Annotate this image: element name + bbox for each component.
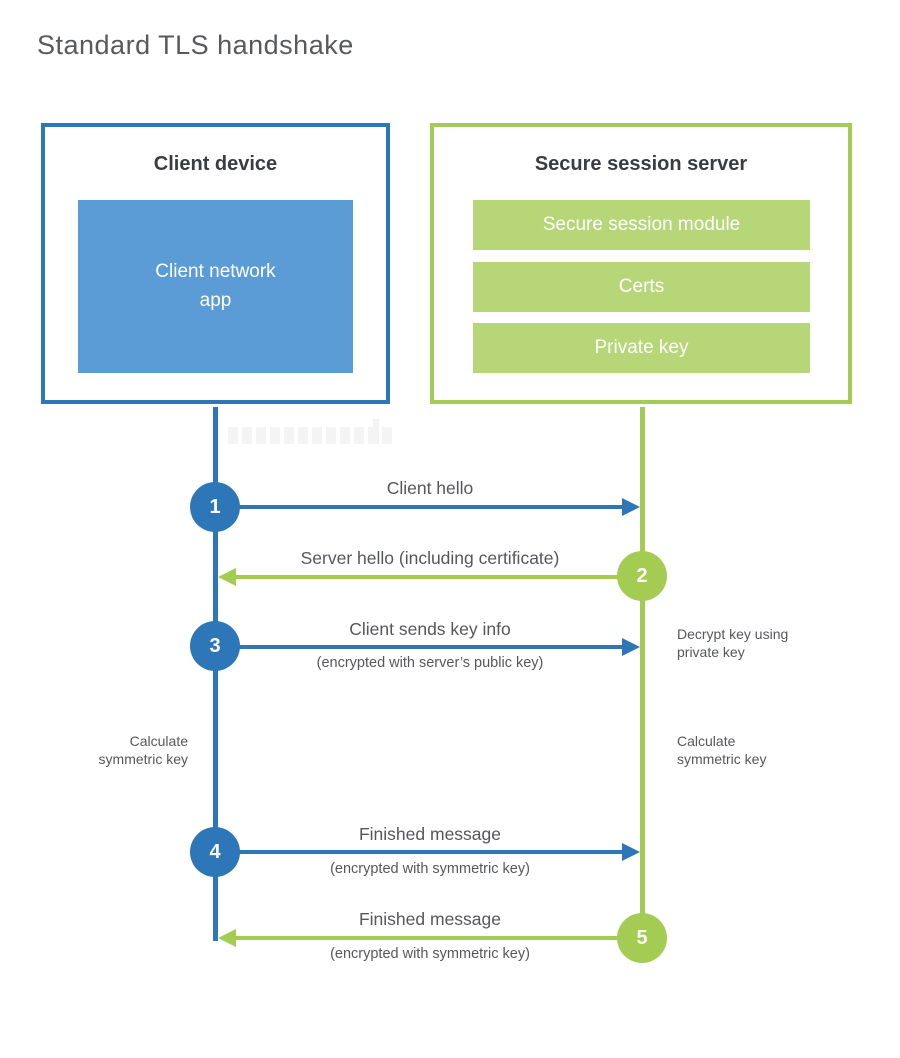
step1-label: Client hello [386, 478, 474, 498]
client-device-title: Client device [153, 153, 278, 175]
step5-sublabel: (encrypted with symmetric key) [330, 946, 530, 962]
note-calculate-symmetric-key-server: Calculate symmetric key [677, 733, 767, 767]
client-device-box: Client device Client network app [41, 123, 390, 404]
step1-arrow-line [218, 505, 622, 509]
step4-arrow-line [218, 850, 622, 854]
step4-circle: 4 [190, 827, 240, 877]
step2-circle: 2 [617, 551, 667, 601]
step3-circle: 3 [190, 621, 240, 671]
server-title: Secure session server [534, 153, 748, 175]
step4-label: Finished message [358, 824, 502, 844]
step5-circle: 5 [617, 913, 667, 963]
note-calculate-symmetric-key-client: Calculate symmetric key [98, 733, 188, 767]
step3-arrow-line [218, 645, 622, 649]
note-decrypt-key: Decrypt key using private key [677, 626, 789, 660]
server-module-certs: Certs [473, 262, 810, 312]
step1-arrowhead-right-icon [622, 498, 640, 516]
step3-label: Client sends key info [349, 619, 511, 639]
step2-label: Server hello (including certificate) [300, 548, 560, 568]
step4-sublabel: (encrypted with symmetric key) [330, 861, 530, 877]
step2-arrowhead-left-icon [218, 568, 236, 586]
step5-arrowhead-left-icon [218, 929, 236, 947]
step3-arrowhead-right-icon [622, 638, 640, 656]
client-network-app-box: Client network app [78, 200, 353, 373]
faint-artifact [228, 427, 392, 444]
page-title: Standard TLS handshake [37, 30, 354, 60]
step4-arrowhead-right-icon [622, 843, 640, 861]
server-lifeline [640, 407, 645, 941]
server-module-private-key: Private key [473, 323, 810, 373]
step5-arrow-line [236, 936, 640, 940]
secure-session-server-box: Secure session server Secure session mod… [430, 123, 852, 404]
step2-arrow-line [236, 575, 640, 579]
step1-circle: 1 [190, 482, 240, 532]
server-module-secure-session: Secure session module [473, 200, 810, 250]
faint-artifact-tick [373, 419, 379, 444]
step5-label: Finished message [358, 909, 502, 929]
step3-sublabel: (encrypted with server’s public key) [316, 655, 544, 671]
client-lifeline [213, 407, 218, 941]
